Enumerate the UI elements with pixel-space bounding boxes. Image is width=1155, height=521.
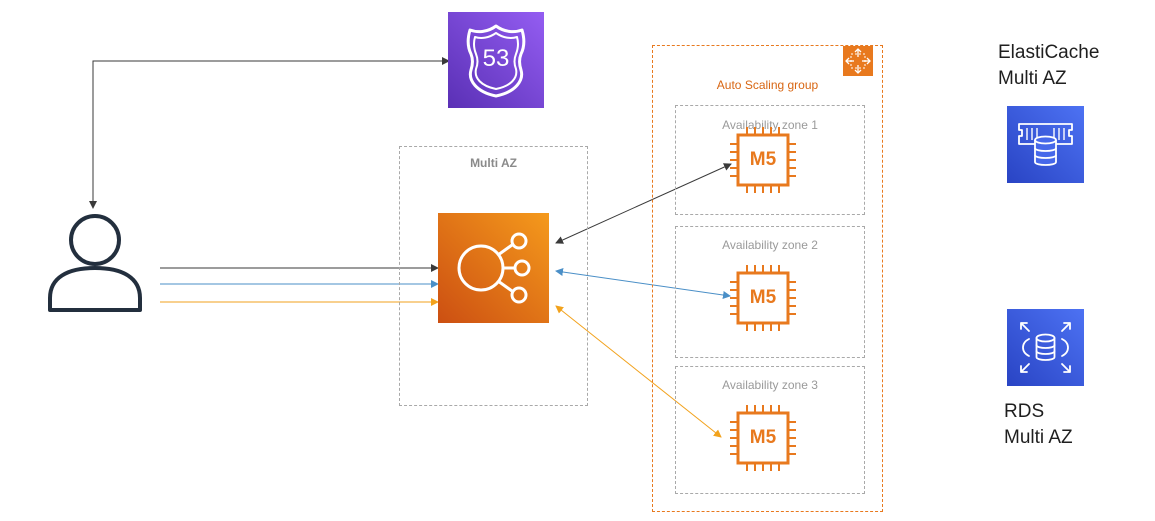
rds-icon	[1007, 309, 1084, 386]
ec2-instance-label: M5	[749, 287, 777, 308]
ec2-instance-icon: M5	[728, 403, 798, 473]
elb-instance1-arrow	[555, 163, 732, 244]
rds-label: RDS Multi AZ	[1004, 399, 1073, 451]
load-balancer-icon	[438, 213, 549, 323]
ec2-instance-icon: M5	[728, 263, 798, 333]
elasticache-label-line1: ElastiCache	[998, 42, 1100, 63]
availability-zone-1	[675, 105, 865, 215]
elasticache-label-line2: Multi AZ	[998, 68, 1067, 89]
user-icon	[48, 214, 142, 312]
elb-instance3-arrow	[555, 305, 722, 438]
multi-az-group-label: Multi AZ	[470, 156, 517, 170]
availability-zone-2	[675, 226, 865, 358]
rds-label-line1: RDS	[1004, 401, 1045, 422]
rds-label-line2: Multi AZ	[1004, 427, 1073, 448]
auto-scaling-icon	[843, 46, 873, 76]
ec2-instance-label: M5	[749, 427, 777, 448]
auto-scaling-group	[652, 45, 883, 512]
route53-number: 53	[482, 45, 510, 72]
availability-zone-2-label: Availability zone 2	[722, 238, 818, 252]
user-route53-arrow	[89, 57, 450, 209]
availability-zone-3-label: Availability zone 3	[722, 378, 818, 392]
elb-instance2-arrow	[555, 268, 731, 299]
ec2-instance-icon: M5	[728, 125, 798, 195]
elasticache-icon	[1007, 106, 1084, 183]
auto-scaling-group-label: Auto Scaling group	[716, 78, 819, 92]
ec2-instance-label: M5	[749, 149, 777, 170]
elasticache-label: ElastiCache Multi AZ	[998, 40, 1099, 92]
availability-zone-3	[675, 366, 865, 494]
multi-az-group	[399, 146, 588, 406]
route53-icon: 53	[448, 12, 544, 108]
